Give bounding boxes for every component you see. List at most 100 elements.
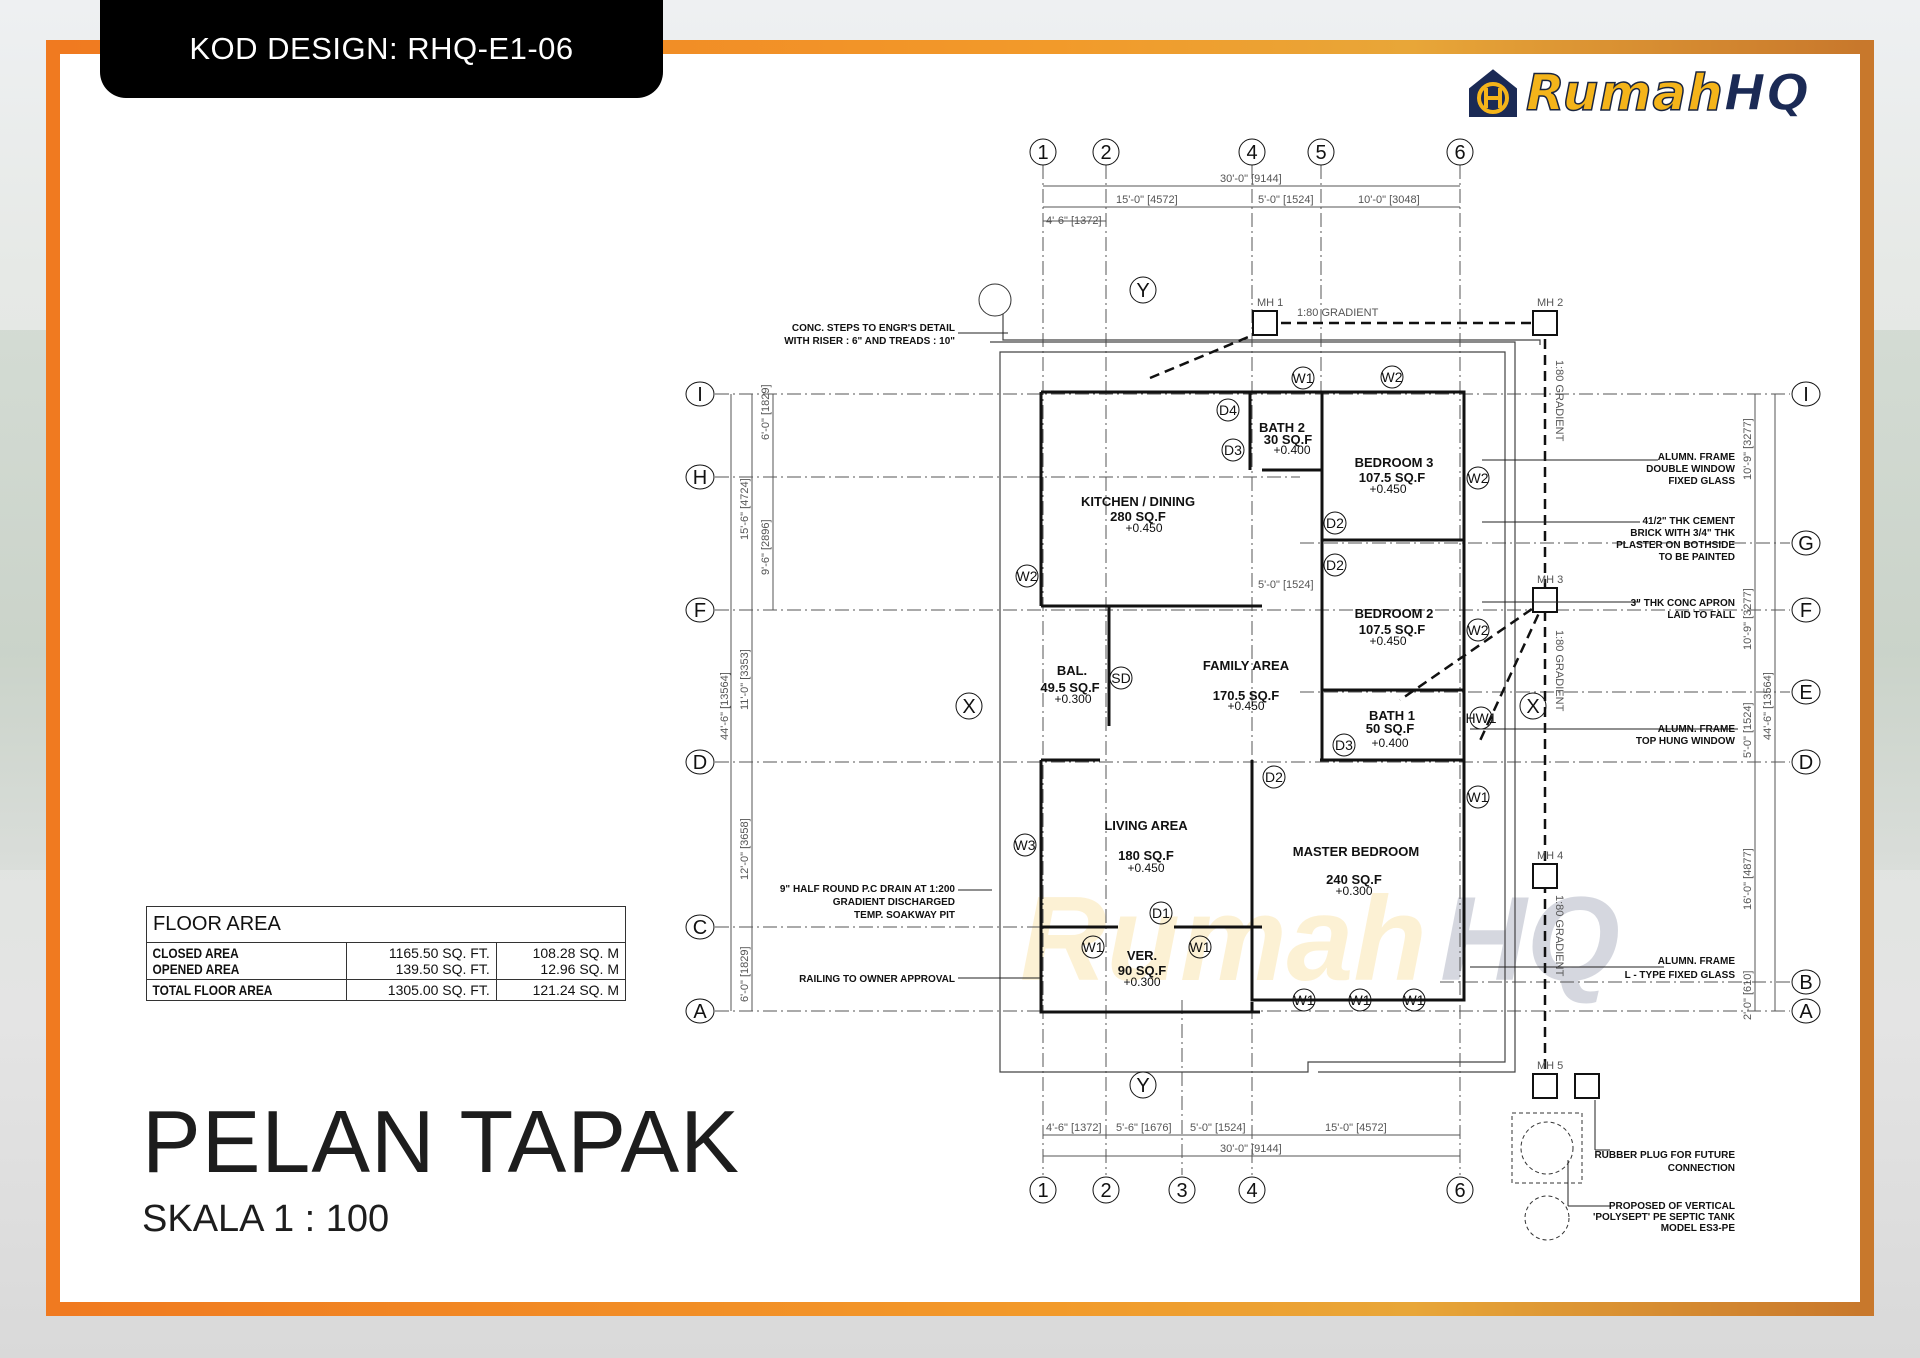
svg-text:HQ: HQ (1440, 872, 1620, 1006)
svg-text:+0.400: +0.400 (1273, 443, 1310, 457)
grid-bubbles-bottom (1029, 1176, 1474, 1204)
svg-text:GRADIENT DISCHARGED: GRADIENT DISCHARGED (833, 897, 955, 908)
svg-text:+0.400: +0.400 (1371, 736, 1408, 750)
section-x-right: X (1526, 696, 1539, 718)
room-name-master: MASTER BEDROOM (1293, 844, 1419, 859)
drawing-scale: SKALA 1 : 100 (142, 1198, 390, 1240)
floor-area-table: FLOOR AREA CLOSED AREA OPENED AREA 1165.… (146, 906, 627, 1001)
room-name-bath2: BATH 2 (1259, 420, 1305, 435)
septic-tank (1511, 1112, 1583, 1241)
house-logo-icon (1467, 66, 1519, 119)
dim-right-5ft: 5'-0" [1524] (1742, 702, 1754, 758)
svg-text:TOP HUNG WINDOW: TOP HUNG WINDOW (1636, 736, 1736, 747)
dim-right-10ft9-b: 10'-9" [3277] (1742, 588, 1754, 650)
grid-col-4: 4 (1246, 142, 1257, 164)
tag-d2: D2 (1265, 769, 1283, 785)
note-drain: 9" HALF ROUND P.C DRAIN AT 1:200 (780, 884, 956, 895)
watermark-logo: Rumah HQ (1020, 872, 1620, 1006)
leader-lines (958, 332, 1738, 1207)
svg-text:L - TYPE FIXED GLASS: L - TYPE FIXED GLASS (1625, 970, 1736, 981)
svg-text:240 SQ.F: 240 SQ.F (1326, 872, 1382, 887)
svg-text:+0.300: +0.300 (1054, 692, 1091, 706)
design-code-tab: KOD DESIGN: RHQ-E1-06 (100, 0, 663, 98)
dim-top-10ft: 10'-0" [3048] (1358, 194, 1420, 206)
svg-text:'POLYSEPT' PE SEPTIC TANK: 'POLYSEPT' PE SEPTIC TANK (1593, 1212, 1736, 1223)
grid-row-a: A (693, 1001, 707, 1023)
svg-text:107.5 SQ.F: 107.5 SQ.F (1359, 470, 1426, 485)
dim-left-12ft: 12'-0" [3658] (739, 818, 751, 880)
grid-col-6: 6 (1454, 142, 1465, 164)
gradient-label: 1:80 GRADIENT (1553, 895, 1565, 977)
grid-bubbles-top (1029, 138, 1474, 166)
dim-top-15ft: 15'-0" [4572] (1116, 194, 1178, 206)
dimension-lines (730, 185, 1776, 1157)
tag-d3: D3 (1224, 442, 1242, 458)
svg-text:FIXED GLASS: FIXED GLASS (1668, 476, 1735, 487)
section-y-bottom: Y (1136, 1075, 1149, 1097)
svg-text:DOUBLE WINDOW: DOUBLE WINDOW (1646, 464, 1735, 475)
tag-hw1: W1 (1293, 370, 1314, 386)
tag-w2: W2 (1468, 470, 1489, 486)
manhole-label-5: MH 5 (1537, 1060, 1563, 1072)
section-x-left: X (962, 696, 975, 718)
tag-d4: D4 (1219, 402, 1237, 418)
grid-row-h: H (693, 467, 707, 489)
grid-row-a: A (1799, 1001, 1813, 1023)
opening-tags (1013, 365, 1493, 1012)
room-name-verandah: VER. (1127, 948, 1157, 963)
table-row: TOTAL FLOOR AREA 1305.00 SQ. FT. 121.24 … (146, 979, 627, 1001)
dim-bottom-4ft6: 4'-6" [1372] (1046, 1122, 1102, 1134)
svg-text:+0.450: +0.450 (1227, 699, 1264, 713)
manhole-label-4: MH 4 (1537, 850, 1563, 862)
dim-bottom-5ft6: 5'-6" [1676] (1116, 1122, 1172, 1134)
note-rubber-plug: RUBBER PLUG FOR FUTURE (1594, 1150, 1735, 1161)
grid-row-i: I (1803, 384, 1809, 406)
dim-top-overall: 30'-0" [9144] (1220, 173, 1282, 185)
grid-row-e: E (1799, 682, 1812, 704)
dim-left-11ft: 11'-0" [3353] (739, 649, 751, 710)
dim-left-6ft-top: 6'-0" [1829] (760, 384, 772, 440)
grid-col-2: 2 (1100, 142, 1111, 164)
manholes (1252, 310, 1600, 1099)
section-y-top: Y (1136, 280, 1149, 302)
tag-d2: D2 (1326, 515, 1344, 531)
note-brick-wall: 41/2" THK CEMENT (1642, 516, 1735, 527)
grid-row-d: D (693, 752, 707, 774)
tag-w1: W1 (1083, 939, 1104, 955)
svg-text:CONNECTION: CONNECTION (1668, 1163, 1735, 1174)
room-labels: KITCHEN / DINING 280 SQ.F +0.450 BATH 2 … (1040, 420, 1433, 989)
tag-w3: W3 (1015, 837, 1036, 853)
tag-d3: D3 (1335, 737, 1353, 753)
dim-bottom-overall: 30'-0" [9144] (1220, 1143, 1282, 1155)
note-railing: RAILING TO OWNER APPROVAL (799, 974, 955, 985)
tag-w1: W1 (1350, 992, 1371, 1008)
tag-w1: W1 (1404, 992, 1425, 1008)
dim-internal: 5'-0" [1524] (1258, 579, 1314, 591)
svg-text:PLASTER ON BOTHSIDE: PLASTER ON BOTHSIDE (1616, 540, 1735, 551)
grid-col-6: 6 (1454, 1180, 1465, 1202)
svg-text:30 SQ.F: 30 SQ.F (1264, 432, 1312, 447)
drainage-lines (1149, 321, 1547, 1080)
manhole-label-2: MH 2 (1537, 297, 1563, 309)
grid-row-c: C (693, 917, 707, 939)
inspection-chamber-icon (978, 283, 1012, 317)
tag-w2: W2 (1017, 568, 1038, 584)
building-walls (1039, 390, 1466, 1014)
svg-text:180 SQ.F: 180 SQ.F (1118, 848, 1174, 863)
grid-col-4: 4 (1246, 1180, 1257, 1202)
tag-w2: W2 (1468, 622, 1489, 638)
dim-right-16ft: 16'-0" [4877] (1742, 848, 1754, 910)
dim-left-15ft6: 15'-6" [4724] (739, 478, 751, 540)
dim-left-overall: 44'-6" [13564] (719, 672, 731, 740)
dim-right-10ft9-a: 10'-9" [3277] (1742, 418, 1754, 480)
dim-left-6ft-bottom: 6'-0" [1829] (739, 946, 751, 1002)
logo-text-rumah: Rumah (1525, 64, 1724, 122)
dim-top-5ft: 5'-0" [1524] (1258, 194, 1314, 206)
tag-w1: W1 (1294, 992, 1315, 1008)
svg-text:280 SQ.F: 280 SQ.F (1110, 509, 1166, 524)
grid-row-f: F (1800, 600, 1812, 622)
tag-d2: D2 (1326, 557, 1344, 573)
grid-col-1: 1 (1037, 142, 1048, 164)
grid-col-1: 1 (1037, 1180, 1048, 1202)
